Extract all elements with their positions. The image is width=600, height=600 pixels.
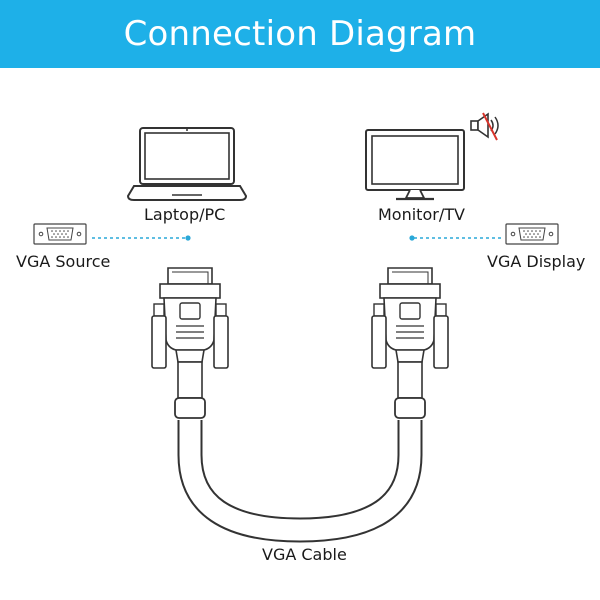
dashed-connector-left	[92, 235, 191, 241]
monitor-icon	[365, 129, 465, 201]
dashed-connector-right	[409, 235, 504, 241]
laptop-label: Laptop/PC	[144, 205, 226, 224]
vga-source-label: VGA Source	[16, 252, 111, 271]
vga-source-port-icon	[33, 223, 87, 245]
page-title: Connection Diagram	[123, 14, 477, 54]
monitor-label: Monitor/TV	[378, 205, 465, 224]
title-banner: Connection Diagram	[0, 0, 600, 68]
vga-display-port-icon	[505, 223, 559, 245]
vga-cable-label: VGA Cable	[262, 545, 347, 564]
vga-connector-right-icon	[371, 267, 449, 419]
vga-display-label: VGA Display	[487, 252, 586, 271]
speaker-muted-icon	[470, 112, 499, 141]
vga-cable-icon	[177, 420, 423, 543]
laptop-icon	[126, 127, 248, 201]
vga-connector-left-icon	[151, 267, 229, 419]
